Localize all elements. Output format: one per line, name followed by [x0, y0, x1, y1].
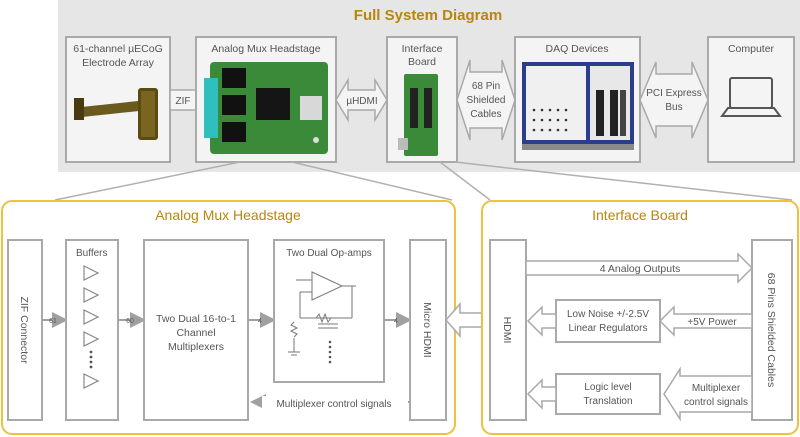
- zoom-line-far: [454, 161, 793, 201]
- regulators-box: [555, 299, 661, 343]
- zoom-line-left: [54, 161, 241, 201]
- interface-control-label-1: Multiplexer: [692, 383, 741, 394]
- regulators-label-2: Linear Regulators: [569, 323, 648, 334]
- zif-link: ZIF: [169, 89, 197, 111]
- buffers-label: Buffers: [76, 248, 108, 259]
- computer-label: Computer: [728, 43, 775, 55]
- zoom-line-mid: [291, 161, 453, 201]
- top-title: Full System Diagram: [354, 7, 502, 24]
- zif-connector-box: [7, 239, 43, 421]
- pci-label-2: Bus: [665, 102, 682, 113]
- opamps-label: Two Dual Op-amps: [286, 248, 372, 259]
- analog-outputs-arrow: [525, 252, 754, 284]
- buffer-triangles: [83, 265, 100, 389]
- analog-outputs-label: 4 Analog Outputs: [600, 263, 681, 275]
- opamps-box: [273, 239, 385, 383]
- mux-block-label: Analog Mux Headstage: [211, 43, 320, 55]
- hdmi-box: [489, 239, 527, 421]
- label-4a: 4: [258, 318, 262, 325]
- daq-chassis-image: [522, 62, 634, 150]
- cables-label-3: Cables: [470, 109, 501, 120]
- buffer-ellipsis: [89, 350, 93, 369]
- laptop-icon: [720, 77, 782, 117]
- opamp-schematic: [288, 271, 356, 356]
- power-label: +5V Power: [687, 317, 737, 328]
- mux-headstage-block: Analog Mux Headstage: [195, 36, 337, 163]
- control-label-bg: [262, 396, 408, 410]
- logic-box: [555, 373, 661, 415]
- cables-label-1: 68 Pin: [472, 81, 500, 92]
- control-in-arrow: [663, 366, 753, 422]
- logic-label-2: Translation: [583, 396, 632, 407]
- iface-label-2: Board: [408, 56, 436, 68]
- daq-label: DAQ Devices: [545, 43, 608, 55]
- mux-label-2: Channel: [176, 327, 215, 339]
- uhdmi-label: µHDMI: [346, 96, 377, 107]
- label-4b: 4: [394, 318, 398, 325]
- ecog-label-1: 61-channel µECoG: [73, 43, 163, 55]
- ecog-label-2: Electrode Array: [82, 57, 155, 69]
- zif-link-label: ZIF: [176, 96, 191, 107]
- cables-link: 68 Pin Shielded Cables: [456, 59, 516, 141]
- ecog-block: 61-channel µECoG Electrode Array: [65, 36, 171, 163]
- mux-label-1: Two Dual 16-to-1: [156, 313, 236, 325]
- micro-hdmi-label: Micro HDMI: [421, 302, 433, 357]
- headstage-control-label: Multiplexer control signals: [276, 399, 391, 410]
- zif-connector-label: ZIF Connector: [18, 296, 30, 364]
- hdmi-label: HDMI: [501, 317, 513, 344]
- interface-block: Interface Board: [386, 36, 458, 163]
- zoom-line-right: [439, 161, 491, 201]
- buffers-box: [65, 239, 119, 421]
- iface-label-1: Interface: [402, 43, 443, 55]
- cables-box: [751, 239, 793, 421]
- electrode-array-image: [74, 88, 158, 140]
- computer-block: Computer: [707, 36, 795, 163]
- interface-control-label-2: control signals: [684, 397, 748, 408]
- opamp-ellipsis: [328, 340, 332, 364]
- micro-hdmi-box: [409, 239, 447, 421]
- regulators-out-arrow: [526, 305, 557, 337]
- interface-title: Interface Board: [592, 207, 688, 223]
- label-61: 61: [49, 318, 57, 325]
- headstage-board-image: [204, 62, 328, 154]
- multiplexers-box: [143, 239, 249, 421]
- pci-label-1: PCI Express: [646, 88, 702, 99]
- logic-label-1: Logic level: [584, 382, 631, 393]
- mux-label-3: Multiplexers: [168, 341, 224, 353]
- cables-label-2: Shielded: [467, 95, 506, 106]
- interface-board-image: [398, 74, 438, 156]
- label-60: 60: [126, 318, 134, 325]
- logic-out-arrow: [526, 378, 557, 410]
- power-arrow: [658, 305, 753, 337]
- regulators-label-1: Low Noise +/-2.5V: [567, 309, 649, 320]
- daq-block: DAQ Devices: [514, 36, 641, 163]
- cables-label: 68 Pins Shielded Cables: [765, 273, 777, 387]
- headstage-title: Analog Mux Headstage: [155, 207, 301, 223]
